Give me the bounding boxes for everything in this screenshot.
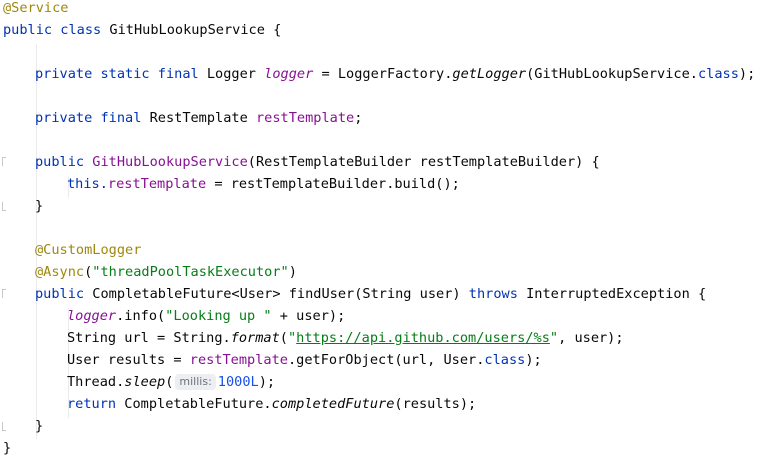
annotation: @CustomLogger xyxy=(35,242,142,258)
indent-guide xyxy=(68,176,69,198)
code-text: CompletableFuture. xyxy=(124,396,272,412)
number-literal: 1000L xyxy=(217,374,259,390)
field-name: restTemplate xyxy=(189,352,288,368)
constructor-name: GitHubLookupService xyxy=(92,154,248,170)
string-literal: "threadPoolTaskExecutor" xyxy=(92,264,289,280)
code-line-6[interactable]: private final RestTemplate restTemplate; xyxy=(0,107,362,129)
static-field: logger xyxy=(67,308,117,324)
code-line-4[interactable]: private static final Logger logger = Log… xyxy=(0,63,755,85)
keyword: public xyxy=(35,286,93,302)
fold-marker[interactable] xyxy=(2,157,6,166)
code-line-2[interactable]: public class GitHubLookupService { xyxy=(0,19,281,41)
code-text: ); xyxy=(525,352,542,368)
method-call: getLogger xyxy=(452,66,527,82)
code-text: + user); xyxy=(271,308,346,324)
keyword: throws xyxy=(468,286,527,302)
code-text: ( xyxy=(165,374,174,390)
parameter-hint: millis: xyxy=(175,374,216,390)
code-text: = LoggerFactory. xyxy=(313,66,453,82)
keyword: private static final xyxy=(35,66,207,82)
type-name: Logger xyxy=(206,66,265,82)
fold-marker[interactable] xyxy=(2,202,6,211)
code-text: ); xyxy=(738,66,756,82)
code-text: Thread. xyxy=(67,374,125,390)
code-line-18[interactable]: Thread.sleep(millis:1000L); xyxy=(0,371,275,393)
code-text: (GitHubLookupService. xyxy=(526,66,698,82)
fold-marker[interactable] xyxy=(2,422,6,431)
field-name: restTemplate xyxy=(107,176,207,192)
fold-marker[interactable] xyxy=(2,289,6,298)
code-text: String url = String. xyxy=(67,330,231,346)
field-name: restTemplate xyxy=(255,110,355,126)
keyword: public class xyxy=(3,22,110,38)
type-name: RestTemplate xyxy=(149,110,256,126)
class-name: GitHubLookupService { xyxy=(109,22,282,38)
code-line-10[interactable]: } xyxy=(0,195,43,217)
string-quote: " xyxy=(287,330,297,346)
code-text: ( xyxy=(84,264,93,280)
keyword: private final xyxy=(35,110,150,126)
type-name: CompletableFuture<User> xyxy=(92,286,289,302)
method-name: findUser xyxy=(288,286,355,302)
code-line-15[interactable]: logger.info("Looking up " + user); xyxy=(0,305,345,327)
code-line-8[interactable]: public GitHubLookupService(RestTemplateB… xyxy=(0,151,600,173)
code-text: .getForObject(url, User. xyxy=(287,352,485,368)
closing-brace: } xyxy=(3,440,12,456)
code-text: ( xyxy=(279,330,288,346)
code-line-20[interactable]: } xyxy=(0,415,43,437)
code-line-17[interactable]: User results = restTemplate.getForObject… xyxy=(0,349,542,371)
keyword: class xyxy=(697,66,739,82)
code-line-13[interactable]: @Async("threadPoolTaskExecutor") xyxy=(0,261,297,283)
method-call: sleep xyxy=(124,374,166,390)
code-text: (RestTemplateBuilder restTemplateBuilder… xyxy=(247,154,600,170)
keyword: return xyxy=(67,396,125,412)
code-text: ) xyxy=(288,264,297,280)
code-line-21[interactable]: } xyxy=(0,437,11,459)
closing-brace: } xyxy=(35,198,44,214)
method-call: completedFuture xyxy=(271,396,395,412)
code-line-14[interactable]: public CompletableFuture<User> findUser(… xyxy=(0,283,706,305)
indent-guide xyxy=(36,44,37,439)
annotation: @Async xyxy=(35,264,85,280)
code-line-1[interactable]: @Service xyxy=(0,0,68,19)
string-literal: "Looking up " xyxy=(165,308,272,324)
indent-guide xyxy=(68,308,69,418)
keyword: this. xyxy=(67,176,108,192)
keyword: public xyxy=(35,154,93,170)
code-line-12[interactable]: @CustomLogger xyxy=(0,239,141,261)
annotation: @Service xyxy=(3,0,69,16)
keyword: class xyxy=(484,352,526,368)
string-quote: " xyxy=(549,330,559,346)
code-text: (String user) xyxy=(354,286,469,302)
code-line-16[interactable]: String url = String.format("https://api.… xyxy=(0,327,624,349)
closing-brace: } xyxy=(35,418,44,434)
code-text: ); xyxy=(258,374,276,390)
code-text: User results = xyxy=(67,352,190,368)
code-line-9[interactable]: this.restTemplate = restTemplateBuilder.… xyxy=(0,173,460,195)
static-field: logger xyxy=(264,66,314,82)
code-text: (results); xyxy=(394,396,477,412)
code-text: InterruptedException { xyxy=(526,286,707,302)
method-call: format xyxy=(230,330,280,346)
code-line-19[interactable]: return CompletableFuture.completedFuture… xyxy=(0,393,476,415)
code-text: = restTemplateBuilder.build(); xyxy=(206,176,460,192)
code-text: ; xyxy=(354,110,363,126)
url-link[interactable]: https://api.github.com/users/%s xyxy=(296,330,550,346)
code-text: , user); xyxy=(558,330,624,346)
code-text: .info( xyxy=(116,308,166,324)
